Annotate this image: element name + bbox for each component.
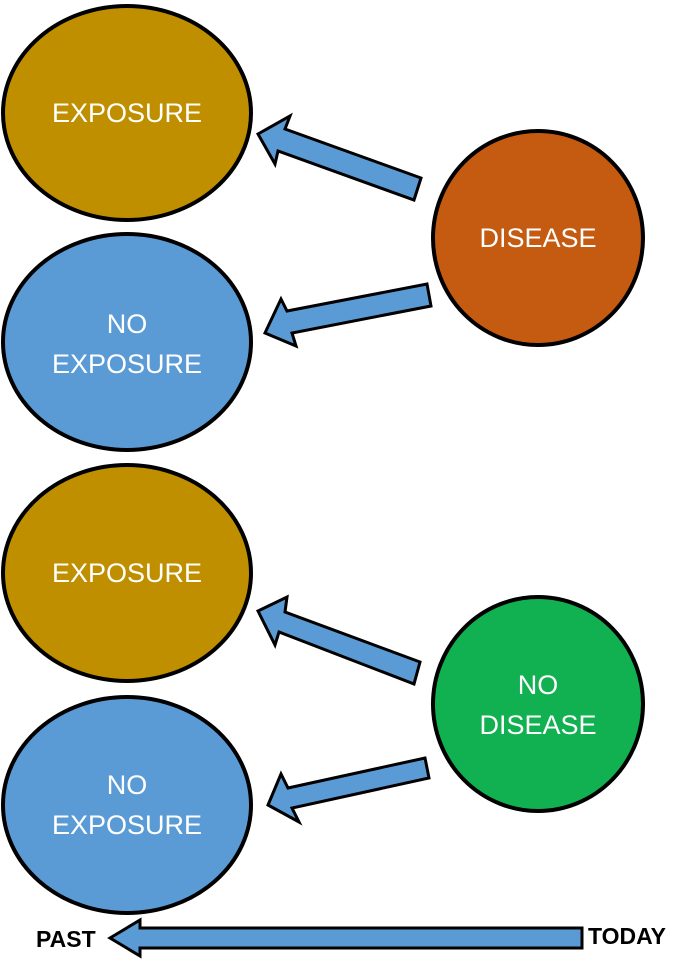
disease-node [431,129,645,347]
no-disease-label-b: DISEASE [479,710,596,740]
past-label: PAST [36,926,96,952]
timeline-arrow [107,917,584,959]
no-exposure-node-2 [1,695,253,915]
no-exposure-label-1b: EXPOSURE [52,349,202,379]
disease-label: DISEASE [479,223,596,253]
arrow-no-disease-to-no-exposure [266,756,431,826]
no-disease-label-a: NO [518,670,559,700]
no-disease-node [431,595,645,813]
arrow-no-disease-to-exposure [255,594,422,686]
today-label: TODAY [588,923,666,949]
exposure-label-2: EXPOSURE [52,558,202,588]
exposure-label-1: EXPOSURE [52,98,202,128]
no-exposure-node-1 [1,232,253,452]
no-exposure-label-2b: EXPOSURE [52,810,202,840]
no-exposure-label-2a: NO [107,770,148,800]
arrow-disease-to-no-exposure [262,282,433,349]
no-exposure-label-1a: NO [107,309,148,339]
exposure-node-1 [1,4,253,222]
exposure-node-2 [1,463,253,683]
arrow-disease-to-exposure [255,112,423,202]
